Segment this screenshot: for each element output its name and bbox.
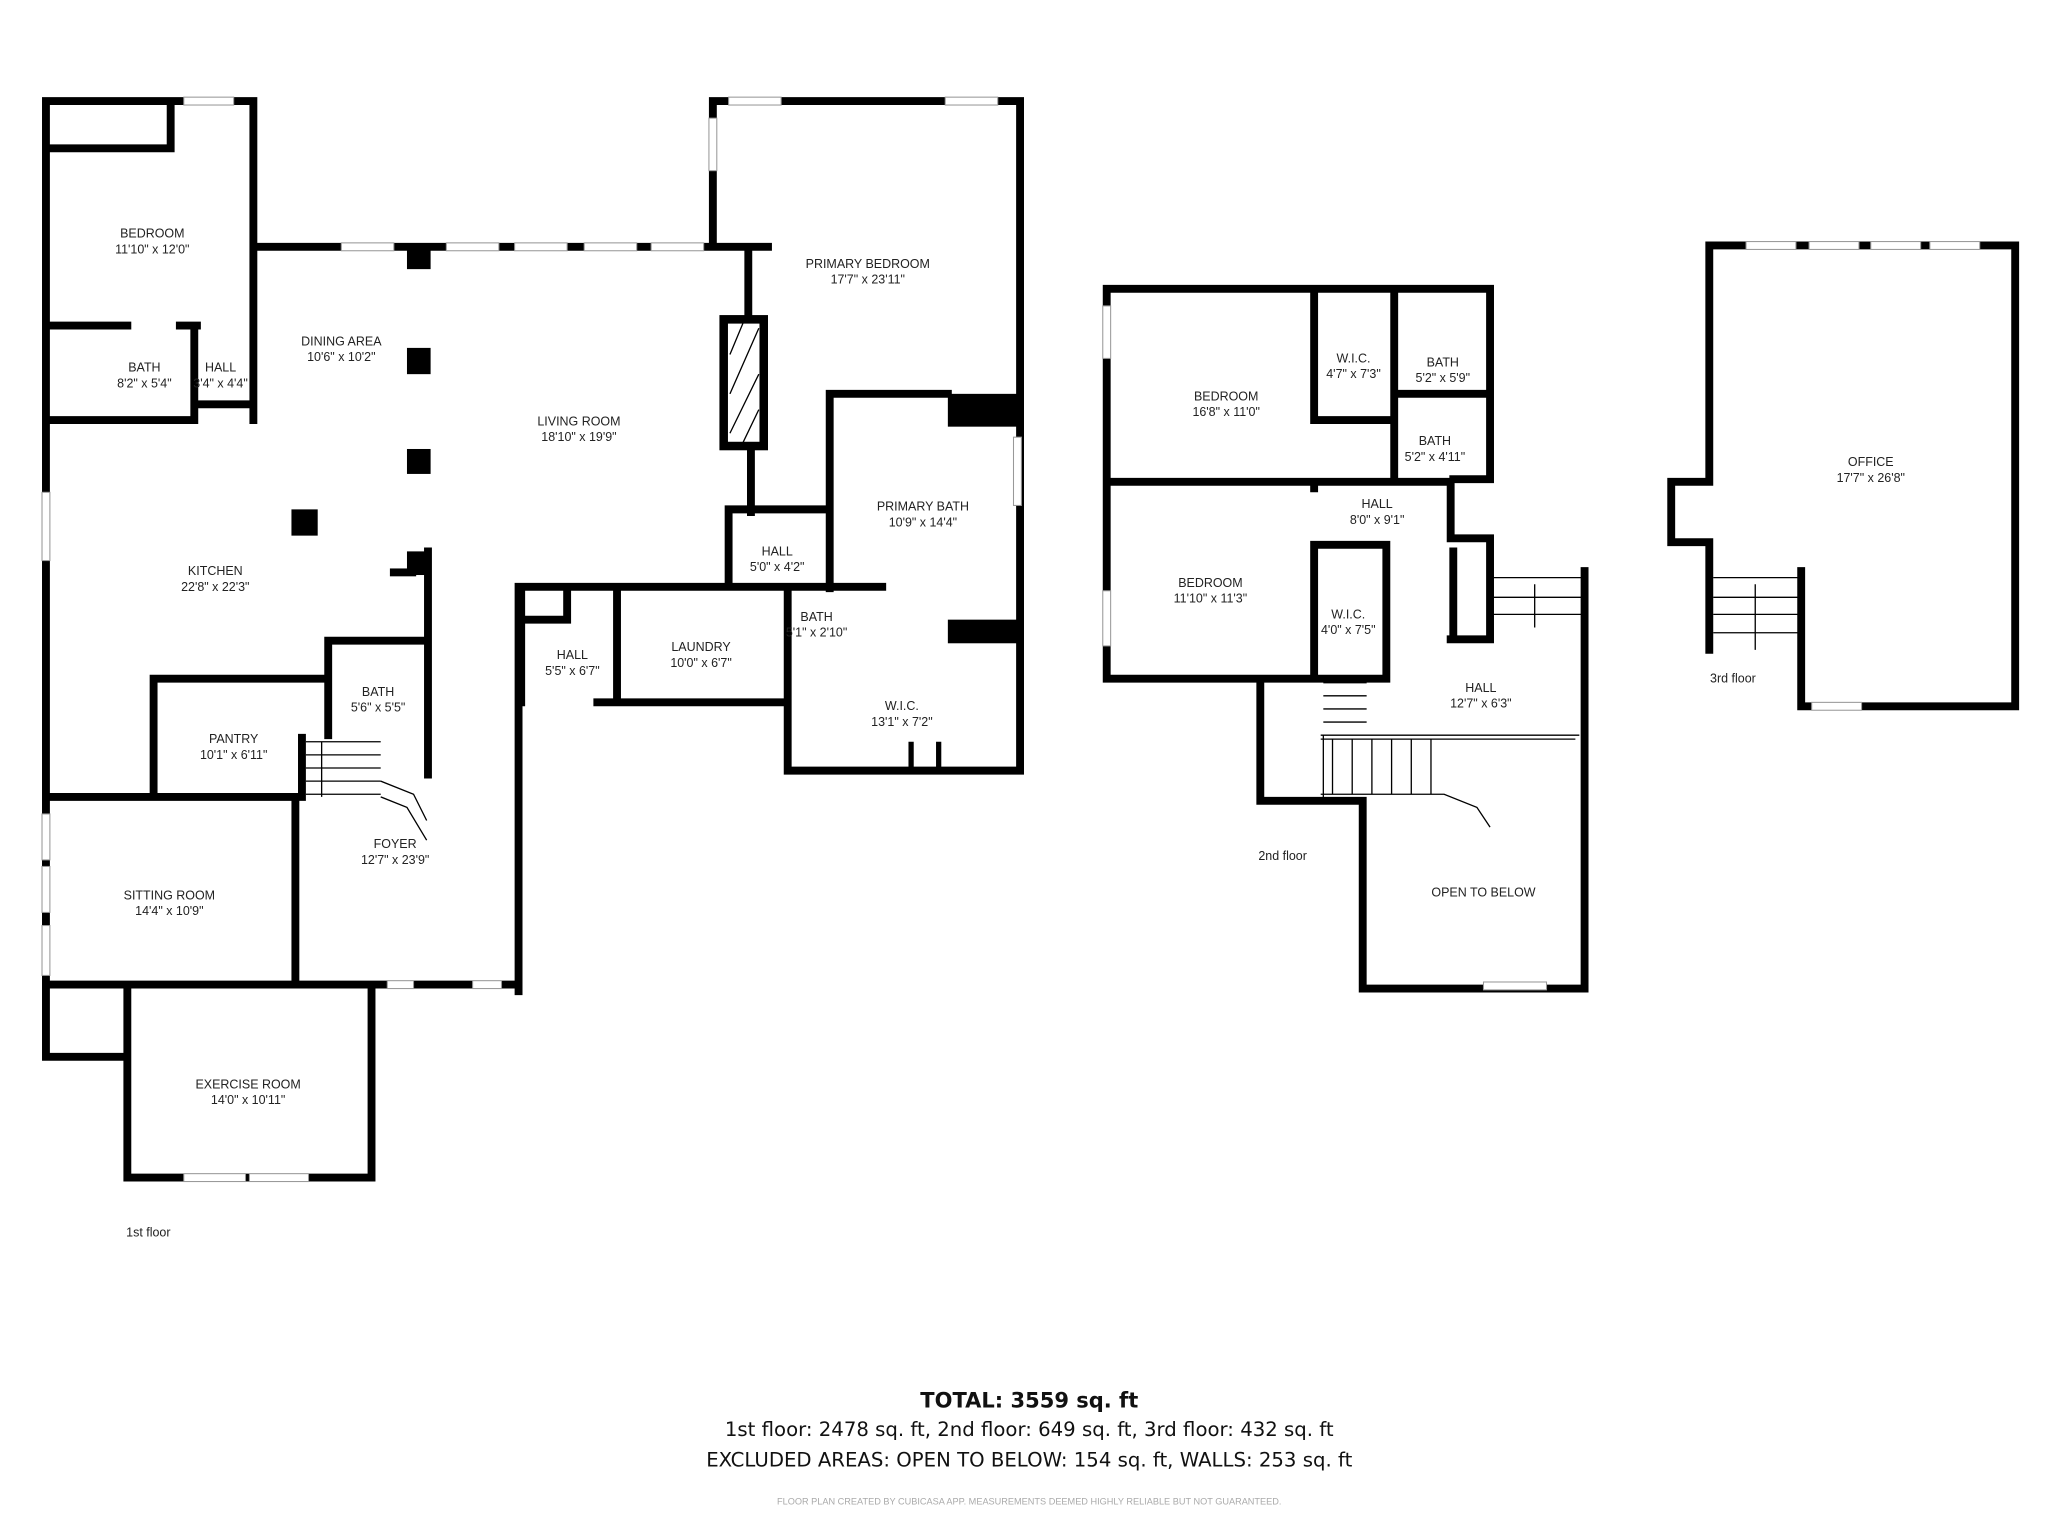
room-name: HALL — [1465, 681, 1496, 695]
room-name: OFFICE — [1848, 455, 1894, 469]
column — [406, 347, 431, 375]
room-name: KITCHEN — [188, 564, 243, 578]
room-size: 22'8" x 22'3" — [181, 580, 249, 594]
room-name: LIVING ROOM — [537, 414, 620, 428]
floor-areas: 1st floor: 2478 sq. ft, 2nd floor: 649 s… — [725, 1418, 1334, 1441]
room-size: 18'10" x 19'9" — [541, 430, 616, 444]
room-name: BEDROOM — [1194, 389, 1258, 403]
room-size: 5'6" x 5'5" — [351, 701, 406, 715]
room-name: PANTRY — [209, 732, 259, 746]
room-name: BATH — [1419, 434, 1451, 448]
room-size: 8'2" x 5'4" — [117, 376, 172, 390]
stairs — [305, 741, 428, 841]
room-name: HALL — [1362, 497, 1393, 511]
first-floor-walls — [41, 96, 1024, 1183]
column — [406, 448, 431, 474]
room-size: 17'7" x 26'8" — [1837, 471, 1905, 485]
room-name: BEDROOM — [1178, 576, 1242, 590]
room-size: 5'0" x 4'2" — [750, 560, 805, 574]
room-size: 17'7" x 23'11" — [831, 273, 905, 287]
column — [406, 246, 431, 270]
room-size: 12'7" x 6'3" — [1450, 697, 1511, 711]
room-size: 5'2" x 5'9" — [1416, 371, 1471, 385]
room-name: BATH — [800, 610, 832, 624]
room-size: 11'10" x 12'0" — [115, 242, 189, 256]
room-name: HALL — [205, 361, 236, 375]
room-size: 10'6" x 10'2" — [307, 350, 375, 364]
second-floor-labels: BEDROOM 16'8" x 11'0" W.I.C. 4'7" x 7'3"… — [1174, 351, 1536, 899]
room-name: W.I.C. — [885, 699, 919, 713]
third-floor-labels: OFFICE 17'7" x 26'8" 3rd floor — [1710, 455, 1905, 686]
column — [291, 509, 318, 536]
room-name: BATH — [128, 361, 160, 375]
room-size: 8'0" x 9'1" — [1350, 513, 1405, 527]
floor-label: 3rd floor — [1710, 672, 1756, 686]
room-name: LAUNDRY — [671, 640, 731, 654]
area-summary: TOTAL: 3559 sq. ft 1st floor: 2478 sq. f… — [706, 1388, 1352, 1506]
room-size: 5'1" x 2'10" — [786, 626, 847, 640]
room-name: PRIMARY BATH — [877, 500, 969, 514]
room-name: PRIMARY BEDROOM — [806, 257, 930, 271]
excluded-areas: EXCLUDED AREAS: OPEN TO BELOW: 154 sq. f… — [706, 1448, 1352, 1471]
floor-label: 2nd floor — [1258, 849, 1307, 863]
room-size: 14'0" x 10'11" — [211, 1093, 285, 1107]
room-size: 16'8" x 11'0" — [1192, 405, 1259, 419]
room-size: 12'7" x 23'9" — [361, 853, 429, 867]
total-area: TOTAL: 3559 sq. ft — [920, 1388, 1138, 1412]
room-name: BEDROOM — [120, 227, 184, 241]
room-name: EXERCISE ROOM — [195, 1077, 300, 1091]
windows — [41, 96, 1022, 1183]
room-size: 5'5" x 6'7" — [545, 664, 600, 678]
room-name: W.I.C. — [1331, 607, 1365, 621]
room-name: HALL — [762, 544, 793, 558]
room-size: 10'0" x 6'7" — [670, 656, 731, 670]
room-size: 5'2" x 4'11" — [1405, 450, 1466, 464]
room-size: 10'9" x 14'4" — [889, 515, 957, 529]
room-name: BATH — [362, 685, 394, 699]
room-size: 11'10" x 11'3" — [1174, 592, 1247, 606]
second-floor-walls — [1102, 284, 1589, 993]
room-size: 14'4" x 10'9" — [135, 904, 203, 918]
room-name: FOYER — [374, 837, 417, 851]
disclaimer: FLOOR PLAN CREATED BY CUBICASA APP. MEAS… — [777, 1496, 1281, 1506]
room-name: HALL — [557, 648, 588, 662]
room-size: 3'4" x 4'4" — [193, 376, 248, 390]
room-name: BATH — [1427, 355, 1459, 369]
room-size: 4'0" x 7'5" — [1321, 623, 1376, 637]
room-size: 13'1" x 7'2" — [871, 715, 932, 729]
third-floor-walls — [1667, 241, 2020, 711]
room-name: SITTING ROOM — [124, 888, 215, 902]
room-size: 10'1" x 6'11" — [200, 748, 267, 762]
floor-label: 1st floor — [126, 1226, 170, 1240]
first-floor-labels: BEDROOM 11'10" x 12'0" BATH 8'2" x 5'4" … — [115, 227, 969, 1240]
room-size: 4'7" x 7'3" — [1326, 367, 1381, 381]
room-name: OPEN TO BELOW — [1431, 886, 1535, 900]
room-name: DINING AREA — [301, 334, 382, 348]
room-name: W.I.C. — [1337, 351, 1371, 365]
